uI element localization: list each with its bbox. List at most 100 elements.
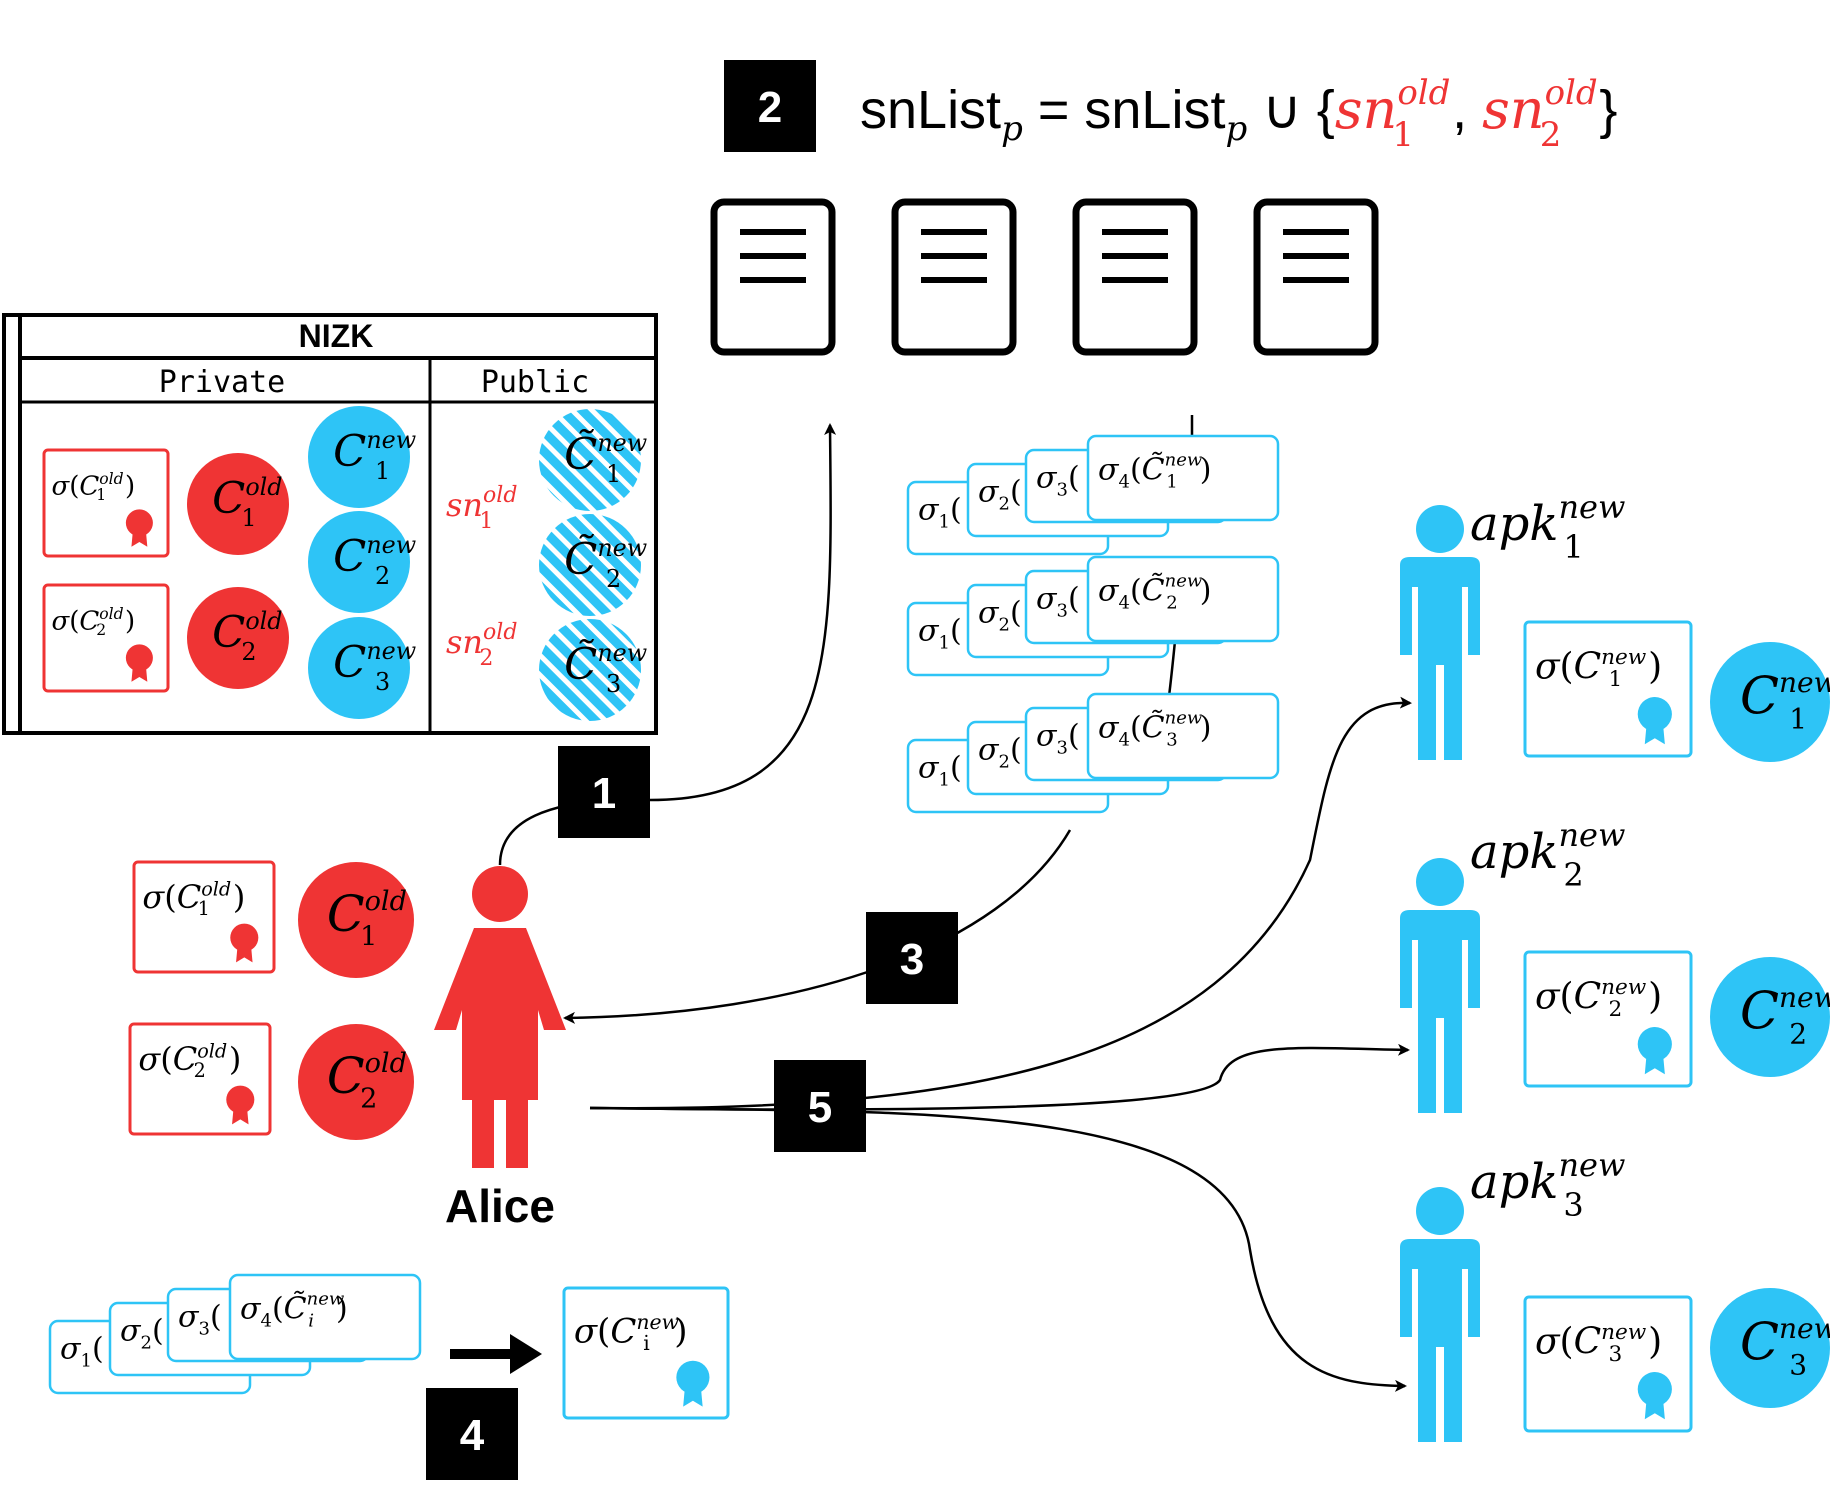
body <box>1400 557 1480 760</box>
step-number: 5 <box>808 1083 832 1132</box>
step-box <box>774 1060 866 1152</box>
signature-label-1: σ1( <box>918 492 962 532</box>
coin-disc <box>298 1024 414 1140</box>
edge-step1-to-servers <box>498 423 837 866</box>
step-number: 4 <box>460 1411 485 1460</box>
signature-label-3: σ3( <box>178 1299 222 1339</box>
step-box <box>724 60 816 152</box>
combine-arrow <box>450 1334 542 1374</box>
coin-disc <box>187 453 289 555</box>
coin-disc <box>539 514 641 616</box>
step-s5-tag: 5 <box>774 1060 866 1152</box>
step-box <box>558 746 650 838</box>
head <box>1416 1187 1464 1235</box>
step-number: 3 <box>900 935 924 984</box>
coin-disc <box>1710 957 1830 1077</box>
server-icon <box>1072 198 1198 356</box>
coin-disc <box>187 587 289 689</box>
signature-label-3: σ3( <box>1036 718 1080 758</box>
step-box <box>426 1388 518 1480</box>
nizk-title: NIZK <box>299 318 374 354</box>
signature-card-4 <box>1086 692 1280 780</box>
nizk-public-header: Public <box>481 365 589 400</box>
step-s2-tag: 2 <box>724 60 816 152</box>
signature-label-3: σ3( <box>1036 460 1080 500</box>
coin-disc <box>308 617 410 719</box>
coin-disc <box>1710 1288 1830 1408</box>
head <box>1416 858 1464 906</box>
head <box>1416 505 1464 553</box>
signature-card-4 <box>1086 434 1280 522</box>
arrow-head <box>510 1334 542 1374</box>
coin-disc <box>298 862 414 978</box>
coin-disc <box>308 511 410 613</box>
coin-disc <box>308 406 410 508</box>
server-icon <box>891 198 1017 356</box>
signature-card-4 <box>1086 555 1280 643</box>
receiver-2-person-icon <box>1400 858 1480 1113</box>
signature-label-2: σ2( <box>120 1313 164 1353</box>
server-icon <box>710 198 836 356</box>
receiver-1-person-icon <box>1400 505 1480 760</box>
signature-card-4 <box>228 1273 422 1361</box>
step-number: 1 <box>592 769 616 818</box>
signature-label-1: σ1( <box>918 750 962 790</box>
coin-disc <box>539 409 641 511</box>
coin-disc <box>1710 642 1830 762</box>
alice-body <box>434 928 566 1168</box>
signature-label-1: σ1( <box>918 613 962 653</box>
step-box <box>866 912 958 1004</box>
body <box>1400 1239 1480 1442</box>
signature-label-2: σ2( <box>978 732 1022 772</box>
nizk-private-header: Private <box>159 365 285 400</box>
step-s4-tag: 4 <box>426 1388 518 1480</box>
edge-step5-to-receiver2 <box>589 1043 1410 1111</box>
alice-head <box>472 866 528 922</box>
alice-name: Alice <box>445 1180 555 1232</box>
server-icon <box>1253 198 1379 356</box>
step-s3-tag: 3 <box>866 912 958 1004</box>
signature-label-2: σ2( <box>978 595 1022 635</box>
